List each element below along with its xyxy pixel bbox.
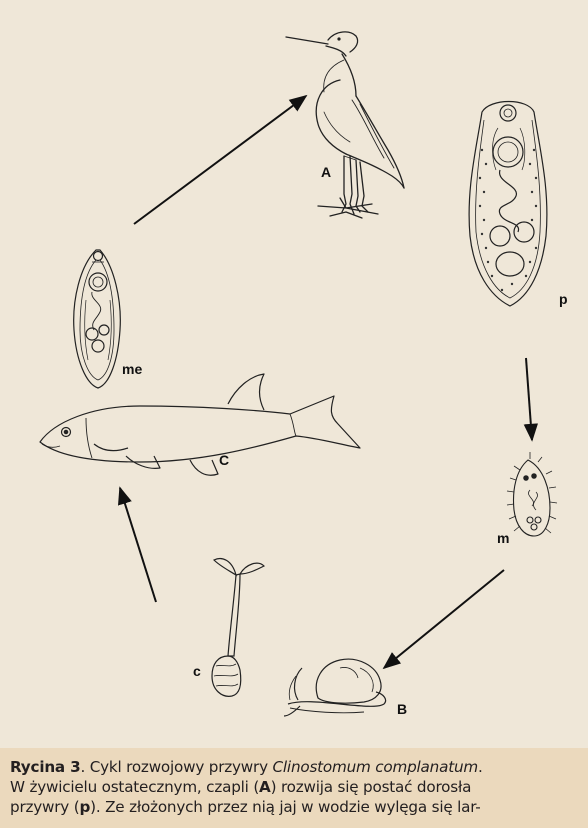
arrow-metacercaria-to-heron [134,96,306,224]
fish-illustration [40,374,360,475]
caption-line-1: Rycina 3. Cykl rozwojowy przywry Clinost… [10,757,578,777]
figure-caption: Rycina 3. Cykl rozwojowy przywry Clinost… [0,748,588,828]
caption-text-2a: W żywicielu ostatecznym, czapli ( [10,778,259,796]
snail-illustration [284,659,386,716]
label-fish: C [219,452,229,468]
arrow-adult-to-miracidium [526,358,532,440]
label-adult: p [559,291,568,307]
adult-fluke-illustration [469,102,547,307]
caption-species: Clinostomum complanatum [273,758,478,776]
caption-title: Rycina 3 [10,758,80,776]
miracidium-illustration [507,452,557,536]
label-snail: B [397,701,407,717]
caption-line-2: W żywicielu ostatecznym, czapli (A) rozw… [10,777,578,797]
caption-text-2b: A [259,778,271,796]
life-cycle-figure: A p m B c C me [0,0,588,748]
life-cycle-arrows [120,96,532,668]
label-cercaria: c [193,663,201,679]
caption-text-2c: ) rozwija się postać dorosła [271,778,472,796]
caption-text-3a: przywry ( [10,798,79,816]
heron-illustration [286,32,404,218]
caption-text-1-end: . [478,758,483,776]
label-heron: A [321,164,331,180]
caption-line-3: przywry (p). Ze złożonych przez nią jaj … [10,797,578,817]
metacercaria-illustration [74,250,121,388]
label-metacercaria: me [122,361,142,377]
label-miracidium: m [497,530,509,546]
arrow-cercaria-to-fish [120,488,156,602]
caption-text-3b: p [79,798,90,816]
caption-text-3c: ). Ze złożonych przez nią jaj w wodzie w… [90,798,480,816]
cercaria-illustration [212,559,264,697]
arrow-miracidium-to-snail [384,570,504,668]
caption-text-1: . Cykl rozwojowy przywry [80,758,272,776]
life-cycle-drawing [0,0,588,748]
